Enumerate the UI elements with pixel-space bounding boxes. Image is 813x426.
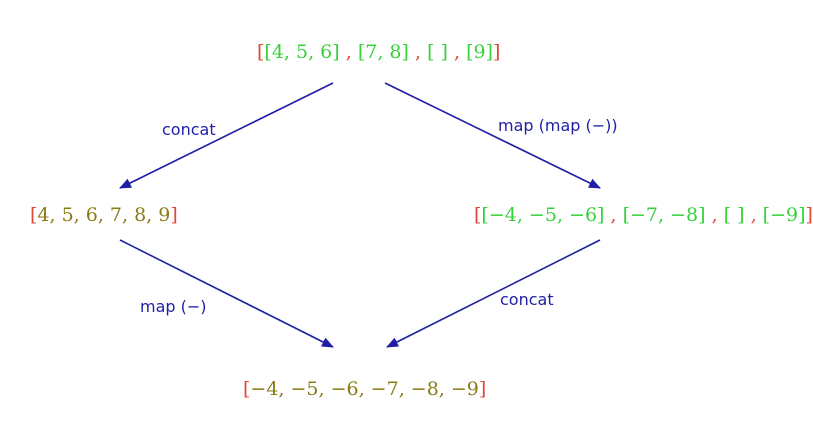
label-top-to-left: concat	[162, 120, 216, 139]
node-right-segment: −9	[770, 204, 799, 226]
label-left-to-bottom: map (−)	[140, 297, 207, 316]
node-top-segment: [	[466, 41, 474, 63]
node-top-segment: 7, 8	[365, 41, 402, 63]
node-top-segment: 9	[473, 41, 486, 63]
node-top-segment: ]	[401, 41, 409, 63]
node-top-segment: [ ]	[427, 41, 448, 63]
node-left-segment: ]	[170, 204, 178, 226]
node-right-segment: ]	[805, 204, 813, 226]
node-left-segment: 4, 5, 6, 7, 8, 9	[37, 204, 171, 226]
node-right-segment: [	[481, 204, 489, 226]
arrow-top-to-left	[119, 82, 334, 189]
node-right-segment: [	[622, 204, 630, 226]
node-top-segment: ,	[408, 41, 428, 63]
node-left-flat-list: [4, 5, 6, 7, 8, 9]	[30, 203, 178, 227]
node-top-segment: ]	[493, 41, 501, 63]
node-bottom-segment: [	[243, 378, 251, 400]
node-right-segment: ,	[744, 204, 763, 226]
node-top-segment: 4, 5, 6	[271, 41, 333, 63]
node-bottom-result-list: [−4, −5, −6, −7, −8, −9]	[243, 377, 486, 401]
label-right-to-bottom: concat	[500, 290, 554, 309]
node-top-segment: [	[264, 41, 272, 63]
node-top-segment: [	[257, 41, 265, 63]
node-right-segment: [ ]	[723, 204, 745, 226]
node-right-segment: ]	[798, 204, 806, 226]
node-top-segment: [	[357, 41, 366, 63]
node-top-segment: ]	[332, 41, 340, 63]
node-right-segment: −7, −8	[630, 204, 699, 226]
node-right-negated-nested-list: [[−4, −5, −6] , [−7, −8] , [ ] , [−9]]	[474, 203, 813, 227]
arrow-right-to-bottom	[386, 239, 601, 348]
node-left-segment: [	[30, 204, 38, 226]
node-top-nested-list: [[4, 5, 6] , [7, 8] , [ ] , [9]]	[257, 40, 500, 64]
node-right-segment: ,	[705, 204, 724, 226]
arrow-left-to-bottom	[119, 239, 334, 348]
node-right-segment: ]	[597, 204, 605, 226]
node-top-segment: ]	[485, 41, 493, 63]
node-top-segment: ,	[339, 41, 358, 63]
node-right-segment: [	[474, 204, 482, 226]
node-right-segment: ]	[698, 204, 706, 226]
label-top-to-right: map (map (−))	[498, 116, 618, 135]
node-right-segment: ,	[604, 204, 623, 226]
node-bottom-segment: ]	[478, 378, 487, 400]
node-right-segment: −4, −5, −6	[488, 204, 598, 226]
node-right-segment: [	[762, 204, 771, 226]
node-top-segment: ,	[447, 41, 467, 63]
arrow-top-to-right	[384, 82, 601, 189]
node-bottom-segment: −4, −5, −6, −7, −8, −9	[250, 378, 479, 400]
